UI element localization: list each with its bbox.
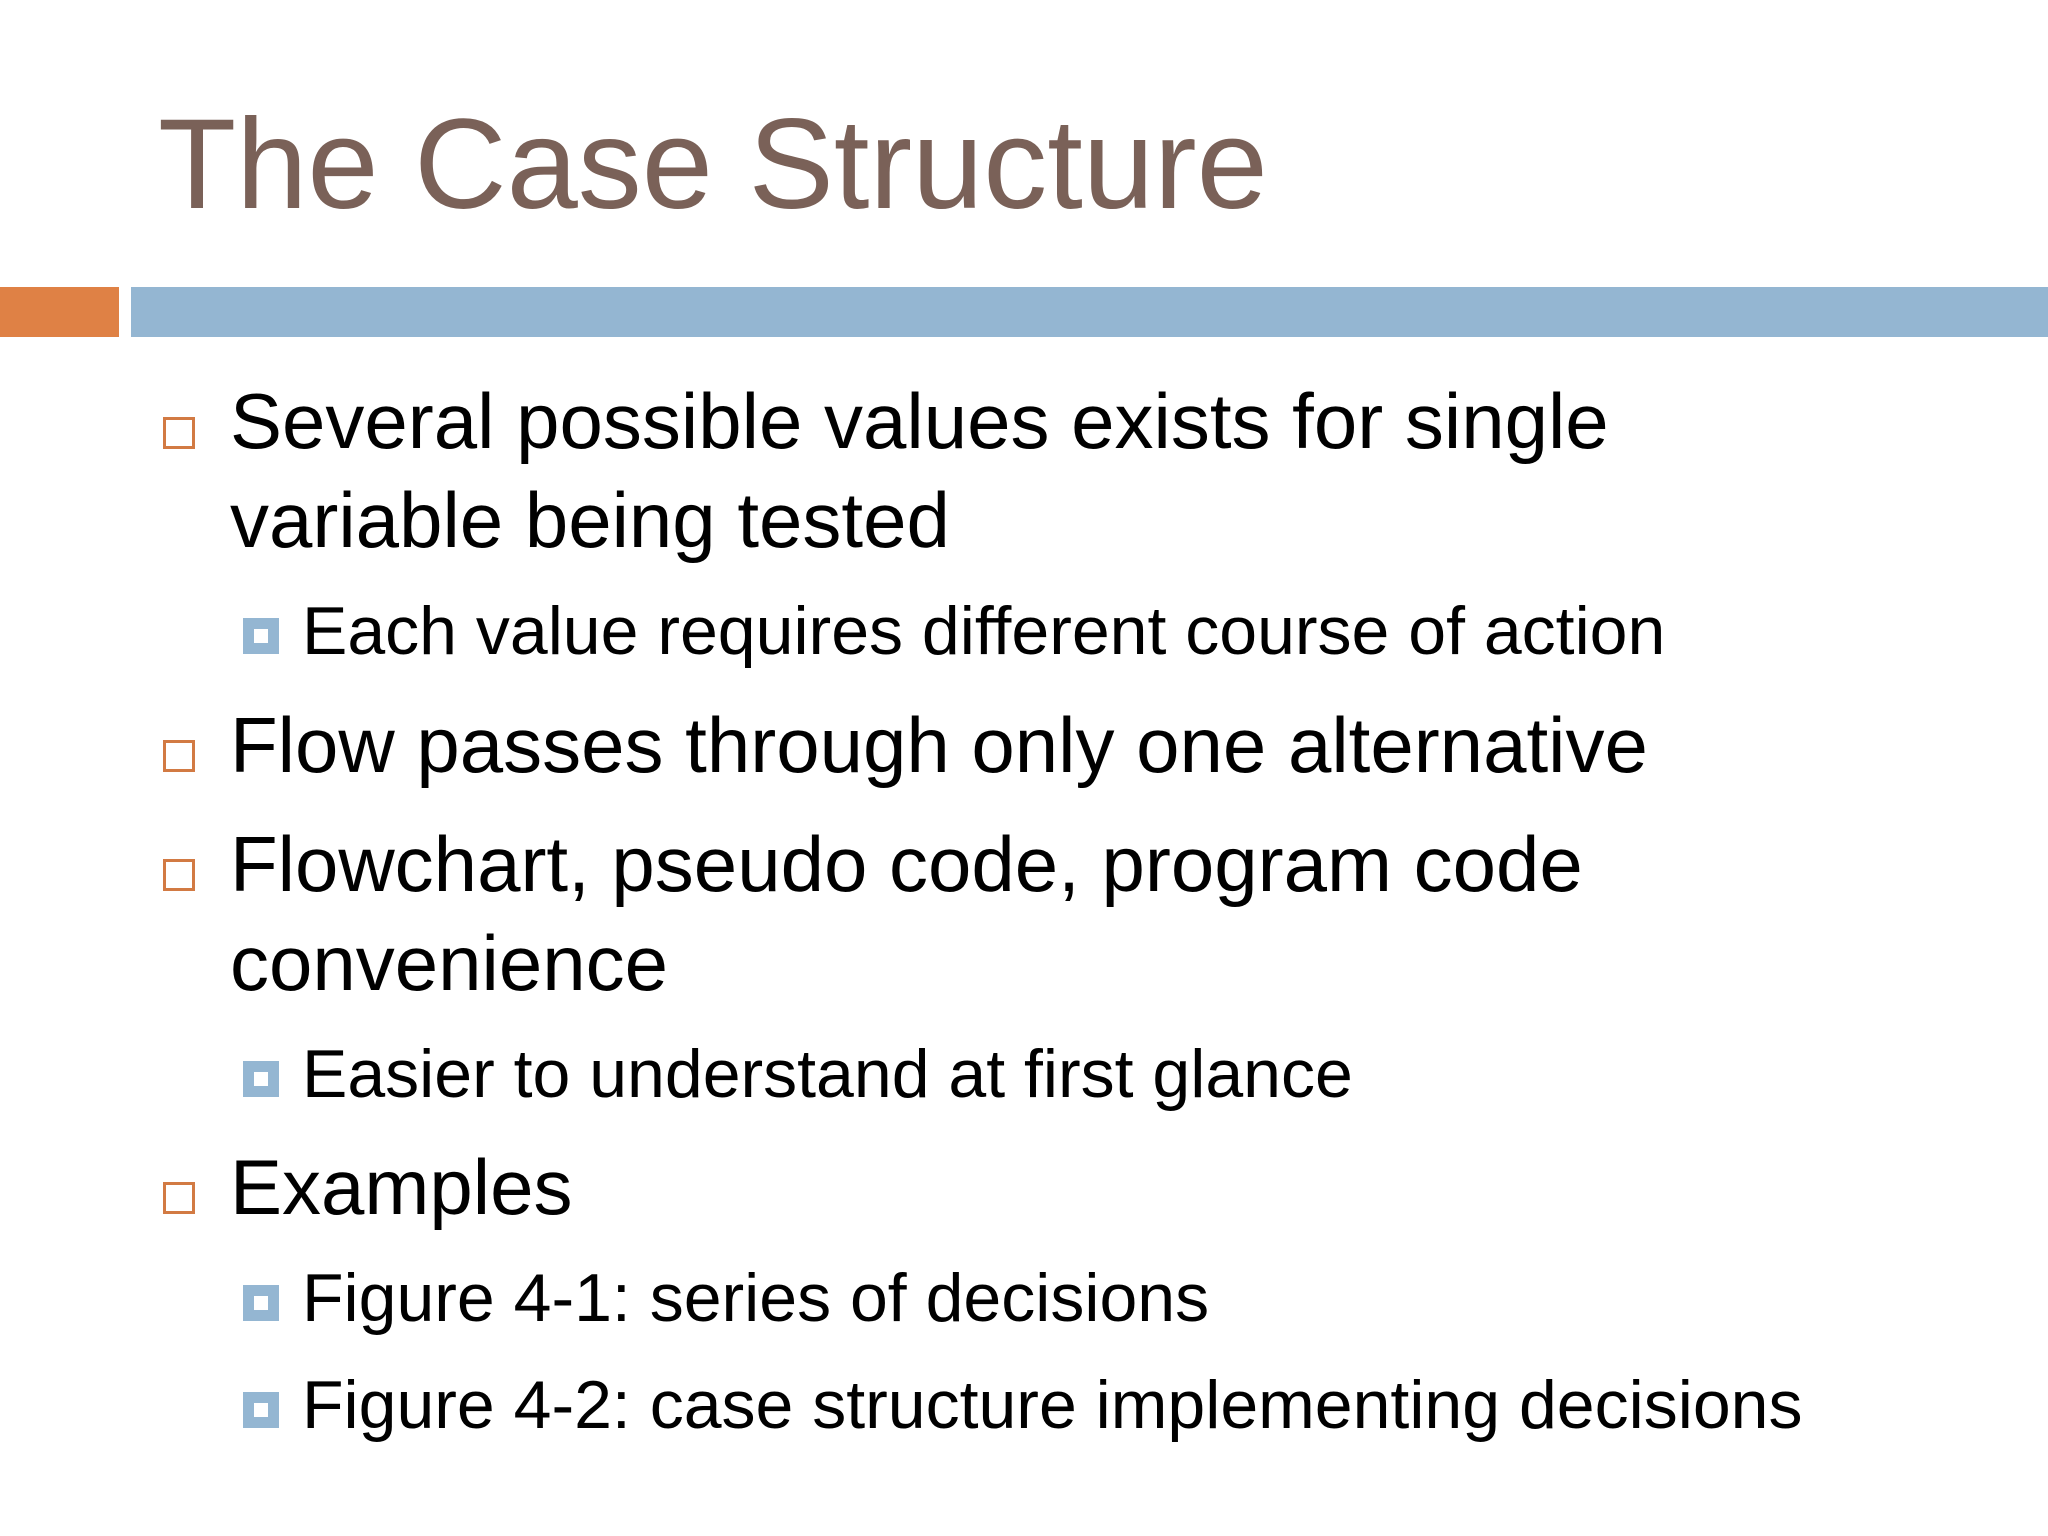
sub-bullet-line: Figure 4-2: case structure implementing …	[302, 1367, 1803, 1443]
framed-square-bullet-icon	[243, 618, 279, 654]
framed-square-bullet-icon	[243, 1285, 279, 1321]
framed-square-bullet-icon	[243, 1392, 279, 1428]
hollow-square-bullet-icon	[163, 740, 195, 772]
hollow-square-bullet-icon	[163, 417, 195, 449]
hollow-square-bullet-icon	[163, 1182, 195, 1214]
title-underline-bar	[131, 287, 2048, 337]
sub-bullet-line: Easier to understand at first glance	[302, 1036, 1353, 1112]
bullet-line: Flowchart, pseudo code, program code	[230, 820, 1583, 908]
bullet-line: convenience	[230, 919, 668, 1007]
bullet-line: variable being tested	[230, 476, 950, 564]
framed-square-bullet-icon	[243, 1061, 279, 1097]
bullet-line: Several possible values exists for singl…	[230, 377, 1609, 465]
sub-bullet-line: Each value requires different course of …	[302, 593, 1666, 669]
bullet-line: Examples	[230, 1143, 573, 1231]
title-accent-bar	[0, 287, 119, 337]
hollow-square-bullet-icon	[163, 859, 195, 891]
bullet-line: Flow passes through only one alternative	[230, 701, 1648, 789]
sub-bullet-line: Figure 4-1: series of decisions	[302, 1260, 1210, 1336]
slide-title: The Case Structure	[158, 93, 1268, 236]
